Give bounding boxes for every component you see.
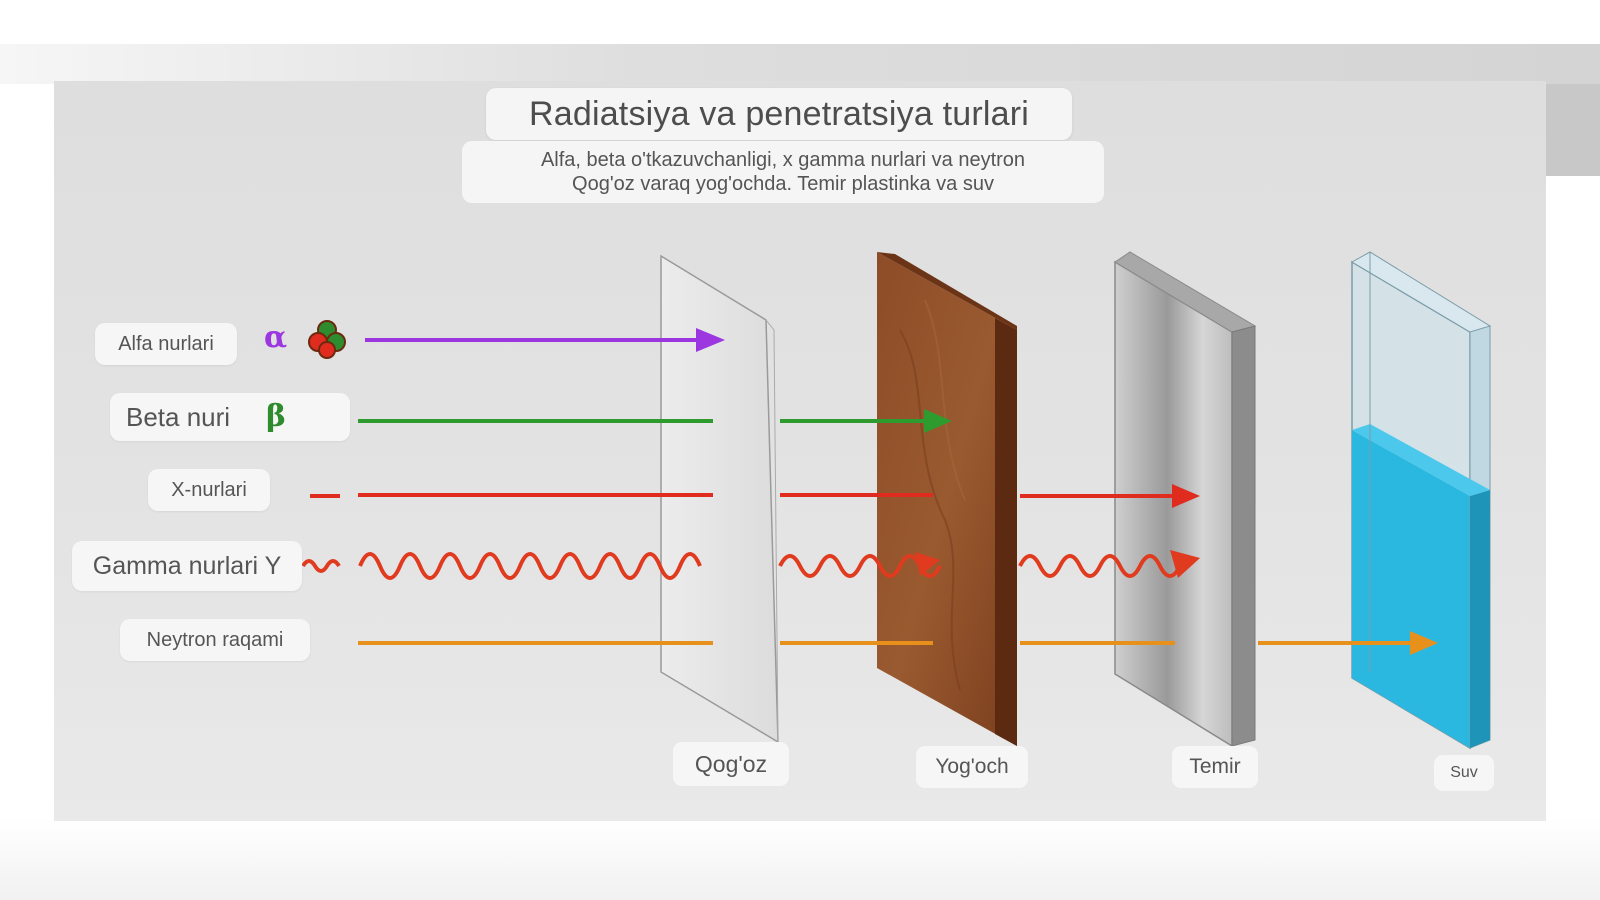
alpha-particle-icon [308, 320, 346, 359]
material-label-paper-text: Qog'oz [694, 750, 768, 777]
beta-ray [358, 409, 952, 433]
material-label-paper: Qog'oz [673, 742, 789, 786]
material-label-iron-text: Temir [1189, 755, 1241, 778]
ray-label-gamma: Gamma nurlari Y [72, 541, 302, 591]
material-label-water-text: Suv [1450, 764, 1478, 781]
bottom-background [0, 818, 1600, 900]
title-box: Radiatsiya va penetratsiya turlari [486, 88, 1072, 140]
ray-label-neutron-text: Neytron raqami [146, 628, 284, 651]
gamma-ray [301, 550, 1200, 580]
beta-symbol: β [266, 399, 286, 434]
diagram-panel [54, 81, 1546, 821]
material-label-iron: Temir [1172, 746, 1258, 788]
subtitle-box: Alfa, beta o'tkazuvchanligi, x gamma nur… [462, 141, 1104, 203]
subtitle-line-2: Qog'oz varaq yog'ochda. Temir plastinka … [572, 173, 994, 195]
ray-label-alpha-text: Alfa nurlari [118, 332, 214, 355]
ray-label-xray: X-nurlari [148, 469, 270, 511]
subtitle-line-1: Alfa, beta o'tkazuvchanligi, x gamma nur… [540, 149, 1026, 171]
material-label-wood-text: Yog'och [935, 755, 1009, 778]
top-background-band [0, 44, 1600, 84]
alpha-symbol: α [264, 320, 288, 355]
alpha-ray [365, 328, 725, 352]
paper-sheet [660, 254, 779, 744]
material-label-wood: Yog'och [916, 746, 1028, 788]
material-label-water: Suv [1434, 755, 1494, 791]
neutron-ray [358, 631, 1438, 655]
water-tank [1350, 251, 1492, 750]
ray-label-gamma-text: Gamma nurlari Y [92, 551, 282, 580]
ray-label-beta: Beta nuri [110, 393, 350, 441]
ray-label-alpha: Alfa nurlari [95, 323, 237, 365]
right-background-strip [1545, 84, 1600, 176]
ray-label-xray-text: X-nurlari [171, 478, 247, 501]
diagram-title: Radiatsiya va penetratsiya turlari [528, 94, 1030, 133]
wood-block [877, 252, 1017, 746]
x-ray [310, 484, 1200, 508]
ray-label-neutron: Neytron raqami [120, 619, 310, 661]
ray-label-beta-text: Beta nuri [126, 401, 231, 432]
